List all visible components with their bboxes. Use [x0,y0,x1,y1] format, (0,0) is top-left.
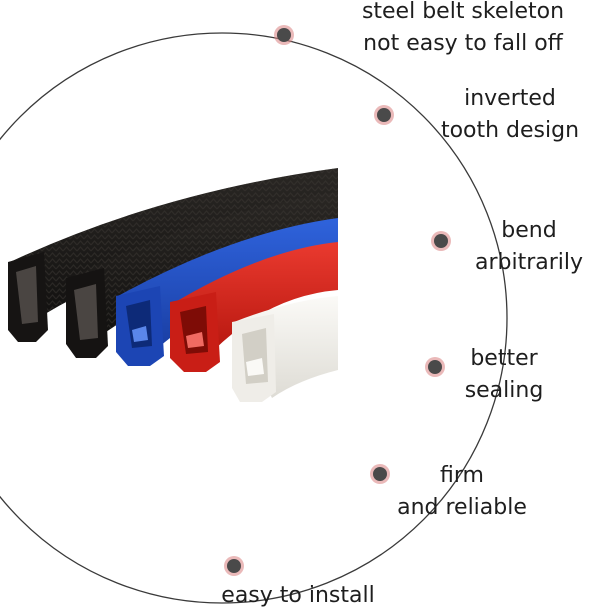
red-strip [170,242,338,372]
feature-line: arbitrarily [474,250,584,275]
feature-label-firm: firm and reliable [383,460,541,524]
feature-line: inverted [464,86,556,111]
white-strip [232,296,338,402]
feature-line: not easy to fall off [363,31,563,56]
feature-label-install: easy to install [198,580,398,612]
feature-line: steel belt skeleton [361,0,565,24]
feature-line: firm [440,463,484,488]
feature-line: bend [501,218,557,243]
feature-label-inverted-tooth: inverted tooth design [425,83,595,147]
marker-dot [431,231,451,251]
marker-dot [374,105,394,125]
feature-markers [224,25,451,576]
feature-label-steel-belt: steel belt skeleton not easy to fall off [330,0,596,60]
marker-dot [274,25,294,45]
marker-dot [370,464,390,484]
feature-line: and reliable [397,495,527,520]
outline-circle [0,32,508,604]
feature-label-bend: bend arbitrarily [454,215,603,279]
feature-label-sealing: better sealing [445,343,563,407]
feature-line: sealing [464,378,544,403]
feature-line: easy to install [221,583,375,608]
marker-dot [425,357,445,377]
marker-dot [224,556,244,576]
feature-line: better [470,346,538,371]
feature-line: tooth design [440,118,580,143]
edge-trim-strips [8,168,338,402]
